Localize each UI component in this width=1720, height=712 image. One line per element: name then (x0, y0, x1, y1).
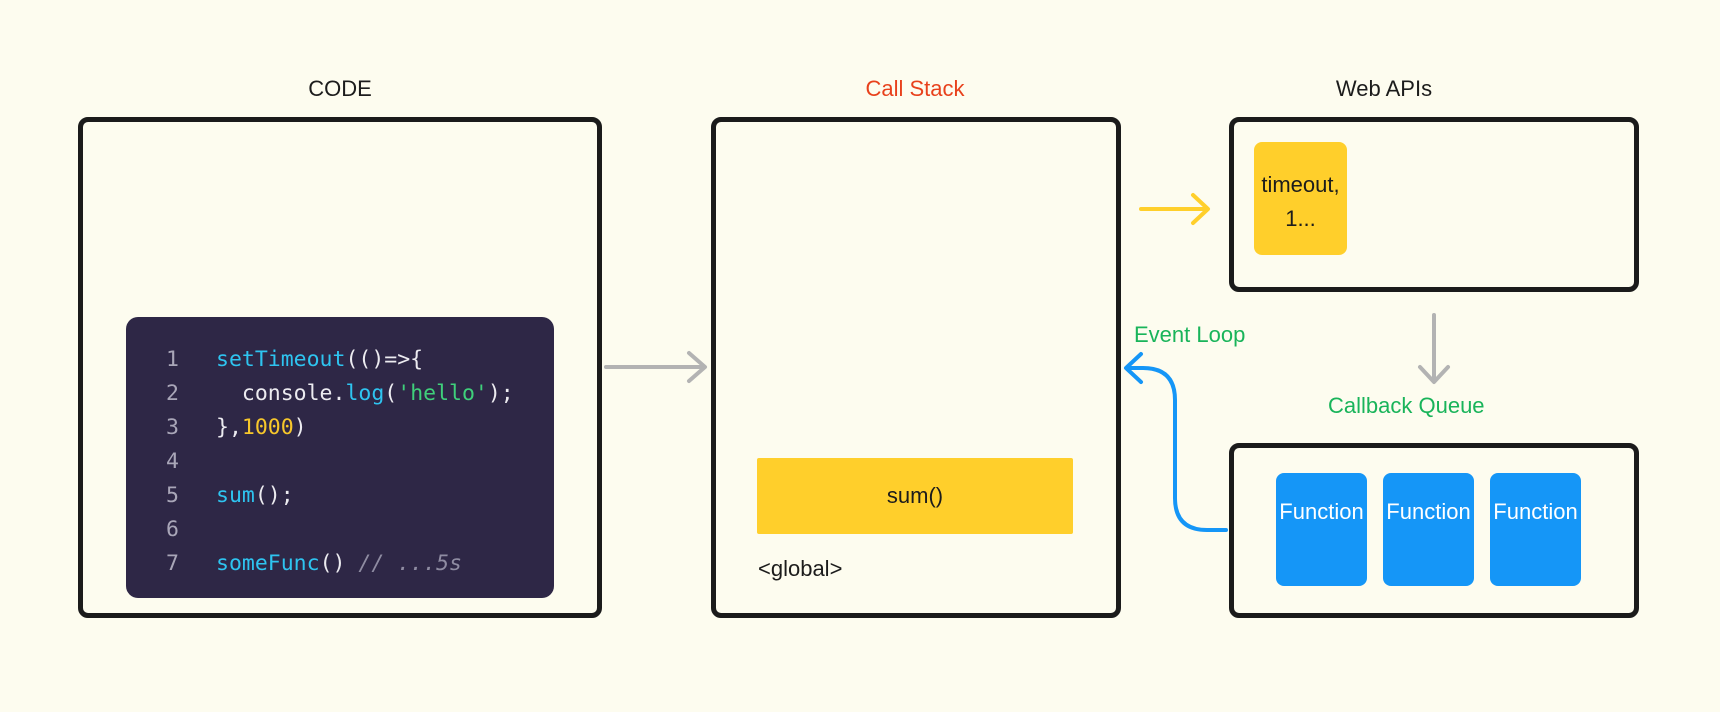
code-token: someFunc (216, 551, 320, 576)
call-stack-title: Call Stack (865, 76, 965, 101)
web-api-timeout-item: timeout, 1... (1254, 142, 1347, 255)
code-token: log (345, 381, 385, 406)
event-loop-label: Event Loop (1134, 322, 1246, 347)
code-line: 6 (126, 513, 554, 547)
code-line: 7 someFunc() // ...5s (126, 547, 554, 581)
code-token: ) (293, 415, 307, 440)
code-token: (()=>{ (345, 347, 424, 372)
code-comment: // ...5s (358, 551, 462, 576)
web-apis-title: Web APIs (1335, 76, 1433, 101)
code-token: 'hello' (397, 381, 488, 406)
code-token: () (319, 551, 359, 576)
code-token: ( (384, 381, 398, 406)
queue-item: Function (1490, 473, 1581, 586)
global-context-label: <global> (758, 556, 843, 581)
event-loop-arrow (1124, 352, 1228, 532)
code-token: 1000 (241, 415, 294, 440)
code-token: setTimeout (216, 347, 346, 372)
line-number: 1 (166, 347, 179, 372)
code-line: 3 },1000) (126, 411, 554, 445)
code-to-stack-arrow (604, 351, 707, 383)
call-stack-panel (711, 117, 1121, 618)
queue-item: Function (1383, 473, 1474, 586)
code-line: 4 (126, 445, 554, 479)
code-line: 2 console.log('hello'); (126, 377, 554, 411)
stack-to-webapi-arrow (1139, 193, 1210, 225)
line-number: 6 (166, 517, 179, 542)
line-number: 2 (166, 381, 179, 406)
line-number: 4 (166, 449, 179, 474)
line-number: 7 (166, 551, 179, 576)
code-token: ); (487, 381, 514, 406)
code-editor: 1 setTimeout(()=>{ 2 console.log('hello'… (126, 317, 554, 598)
code-token: }, (216, 415, 242, 440)
line-number: 5 (166, 483, 179, 508)
code-token: sum (216, 483, 255, 508)
code-title: CODE (308, 76, 372, 101)
code-token: (); (254, 483, 294, 508)
code-line: 1 setTimeout(()=>{ (126, 343, 554, 377)
webapi-to-queue-arrow (1418, 313, 1450, 384)
line-number: 3 (166, 415, 179, 440)
code-token: console. (216, 381, 346, 406)
stack-frame-sum: sum() (757, 458, 1073, 534)
code-line: 5 sum(); (126, 479, 554, 513)
callback-queue-title: Callback Queue (1328, 393, 1485, 418)
queue-item: Function (1276, 473, 1367, 586)
